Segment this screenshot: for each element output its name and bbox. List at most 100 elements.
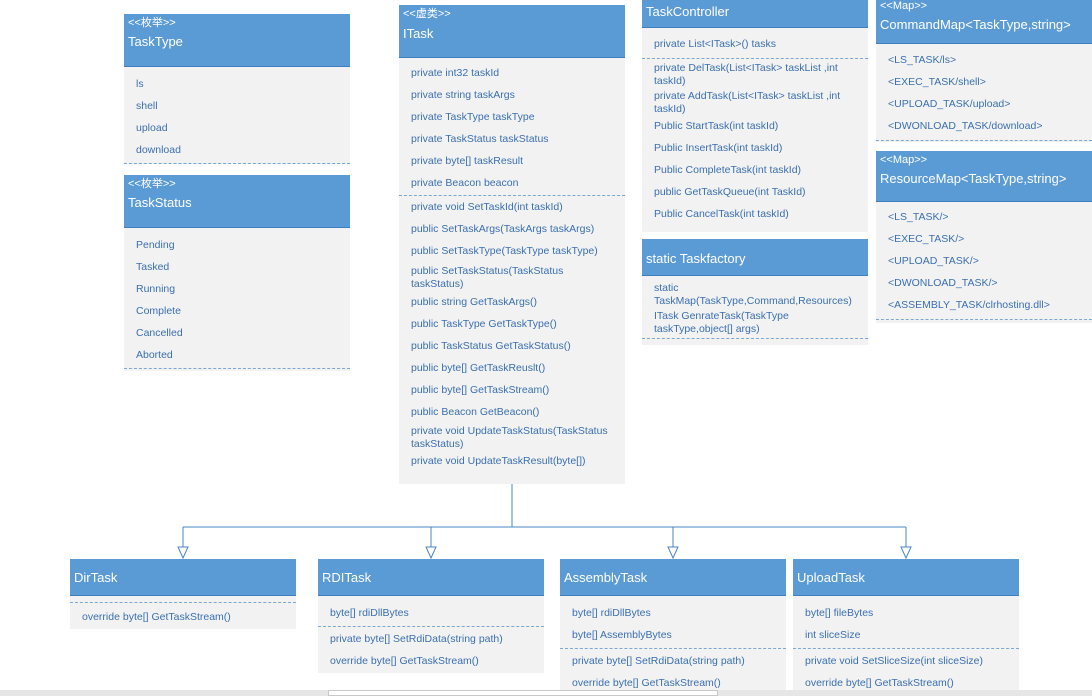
commandmap-entries: <LS_TASK/ls> <EXEC_TASK/shell> <UPLOAD_T…: [876, 44, 1092, 141]
map-entry: <DWONLOAD_TASK/download>: [888, 120, 1043, 132]
itask-class: <<虚类>> ITask private int32 taskId privat…: [399, 5, 625, 484]
taskcontroller-name: TaskController: [646, 4, 730, 19]
field: private TaskType taskType: [411, 111, 535, 123]
uploadtask-name: UploadTask: [797, 570, 865, 585]
method: Public CompleteTask(int taskId): [654, 164, 802, 176]
rditask-class: RDITask byte[] rdiDllBytes private byte[…: [318, 559, 544, 673]
taskfactory-name: static Taskfactory: [646, 251, 746, 266]
horizontal-scrollbar-thumb[interactable]: [328, 690, 718, 696]
method: private void SetSliceSize(int sliceSize): [805, 655, 983, 667]
commandmap-stereotype: <<Map>>: [880, 0, 928, 12]
field: byte[] rdiDllBytes: [572, 607, 651, 619]
map-entry: <ASSEMBLY_TASK/clrhosting.dll>: [888, 299, 1050, 311]
method: override byte[] GetTaskStream(): [805, 677, 954, 689]
map-entry: <UPLOAD_TASK/>: [888, 255, 979, 267]
field: private byte[] taskResult: [411, 155, 524, 167]
method: public string GetTaskArgs(): [411, 296, 538, 308]
taskstatus-values: Pending Tasked Running Complete Cancelle…: [124, 228, 350, 369]
assemblytask-header: AssemblyTask: [560, 559, 786, 596]
assemblytask-methods: private byte[] SetRdiData(string path) o…: [560, 649, 786, 695]
enum-value: ls: [136, 78, 144, 90]
method: override byte[] GetTaskStream(): [572, 677, 721, 689]
resourcemap-entries: <LS_TASK/> <EXEC_TASK/> <UPLOAD_TASK/> <…: [876, 202, 1092, 320]
arrowhead-dirtask: [177, 546, 189, 560]
method: override byte[] GetTaskStream(): [330, 655, 479, 667]
method: private void UpdateTaskResult(byte[]): [411, 455, 586, 467]
enum-value: Running: [136, 283, 176, 295]
field: private int32 taskId: [411, 67, 500, 79]
enum-value: Aborted: [136, 349, 173, 361]
taskcontroller-header: TaskController: [642, 0, 868, 28]
taskcontroller-fields: private List<ITask>() tasks: [642, 28, 868, 59]
enum-value: Cancelled: [136, 327, 183, 339]
field: byte[] AssemblyBytes: [572, 629, 672, 641]
map-entry: <DWONLOAD_TASK/>: [888, 277, 998, 289]
method: private DelTask(List<ITask> taskList ,in…: [654, 62, 838, 87]
itask-header: <<虚类>> ITask: [399, 5, 625, 58]
field: int sliceSize: [805, 629, 861, 641]
resourcemap-header: <<Map>> ResourceMap<TaskType,string>: [876, 151, 1092, 202]
method: private void SetTaskId(int taskId): [411, 201, 563, 213]
field: byte[] rdiDllBytes: [330, 607, 409, 619]
taskfactory-class: static Taskfactory static TaskMap(TaskTy…: [642, 239, 868, 345]
assemblytask-class: AssemblyTask byte[] rdiDllBytes byte[] A…: [560, 559, 786, 690]
arrowhead-assemblytask: [667, 546, 679, 560]
taskcontroller-class: TaskController private List<ITask>() tas…: [642, 0, 868, 232]
method: Public InsertTask(int taskId): [654, 142, 783, 154]
tasktype-stereotype: <<枚举>>: [128, 17, 176, 29]
method: ITask GenrateTask(TaskType taskType,obje…: [654, 310, 789, 335]
map-entry: <EXEC_TASK/>: [888, 233, 965, 245]
method: public TaskStatus GetTaskStatus(): [411, 340, 571, 352]
method: private byte[] SetRdiData(string path): [572, 655, 745, 667]
method: public GetTaskQueue(int TaskId): [654, 186, 806, 198]
dirtask-name: DirTask: [74, 570, 118, 585]
itask-fields: private int32 taskId private string task…: [399, 58, 625, 196]
dirtask-header: DirTask: [70, 559, 296, 596]
rditask-header: RDITask: [318, 559, 544, 596]
tasktype-name: TaskType: [128, 34, 183, 49]
taskstatus-stereotype: <<枚举>>: [128, 178, 176, 190]
taskfactory-header: static Taskfactory: [642, 239, 868, 276]
uploadtask-methods: private void SetSliceSize(int sliceSize)…: [793, 649, 1019, 695]
method: public SetTaskType(TaskType taskType): [411, 245, 598, 257]
tasktype-class: <<枚举>> TaskType ls shell upload download: [124, 14, 350, 164]
itask-name: ITask: [403, 26, 434, 41]
enum-value: Pending: [136, 239, 175, 251]
taskfactory-members: static TaskMap(TaskType,Command,Resource…: [642, 276, 868, 339]
uploadtask-fields: byte[] fileBytes int sliceSize: [793, 596, 1019, 649]
method: public byte[] GetTaskReuslt(): [411, 362, 546, 374]
method: private void UpdateTaskStatus(TaskStatus…: [411, 425, 608, 450]
field: private List<ITask>() tasks: [654, 38, 776, 50]
method: static TaskMap(TaskType,Command,Resource…: [654, 282, 852, 307]
arrowhead-uploadtask: [900, 546, 912, 560]
field: byte[] fileBytes: [805, 607, 874, 619]
dirtask-class: DirTask override byte[] GetTaskStream(): [70, 559, 296, 629]
map-entry: <EXEC_TASK/shell>: [888, 76, 986, 88]
map-entry: <LS_TASK/>: [888, 211, 949, 223]
method: Public StartTask(int taskId): [654, 120, 779, 132]
method: private byte[] SetRdiData(string path): [330, 633, 503, 645]
map-entry: <LS_TASK/ls>: [888, 54, 957, 66]
enum-value: upload: [136, 122, 168, 134]
field: private TaskStatus taskStatus: [411, 133, 549, 145]
taskstatus-name: TaskStatus: [128, 195, 192, 210]
uploadtask-header: UploadTask: [793, 559, 1019, 596]
enum-value: Complete: [136, 305, 181, 317]
commandmap-header: <<Map>> CommandMap<TaskType,string>: [876, 0, 1092, 44]
resourcemap-stereotype: <<Map>>: [880, 154, 928, 166]
enum-value: download: [136, 144, 181, 156]
method: private AddTask(List<ITask> taskList ,in…: [654, 90, 841, 115]
commandmap-name: CommandMap<TaskType,string>: [880, 17, 1071, 32]
resourcemap-class: <<Map>> ResourceMap<TaskType,string> <LS…: [876, 151, 1092, 323]
rditask-fields: byte[] rdiDllBytes: [318, 596, 544, 627]
assemblytask-name: AssemblyTask: [564, 570, 648, 585]
enum-value: Tasked: [136, 261, 170, 273]
assemblytask-fields: byte[] rdiDllBytes byte[] AssemblyBytes: [560, 596, 786, 649]
dirtask-methods: override byte[] GetTaskStream(): [70, 602, 296, 629]
taskstatus-header: <<枚举>> TaskStatus: [124, 175, 350, 228]
uploadtask-class: UploadTask byte[] fileBytes int sliceSiz…: [793, 559, 1019, 690]
itask-methods: private void SetTaskId(int taskId) publi…: [399, 196, 625, 473]
tasktype-values: ls shell upload download: [124, 67, 350, 164]
method: override byte[] GetTaskStream(): [82, 611, 231, 623]
